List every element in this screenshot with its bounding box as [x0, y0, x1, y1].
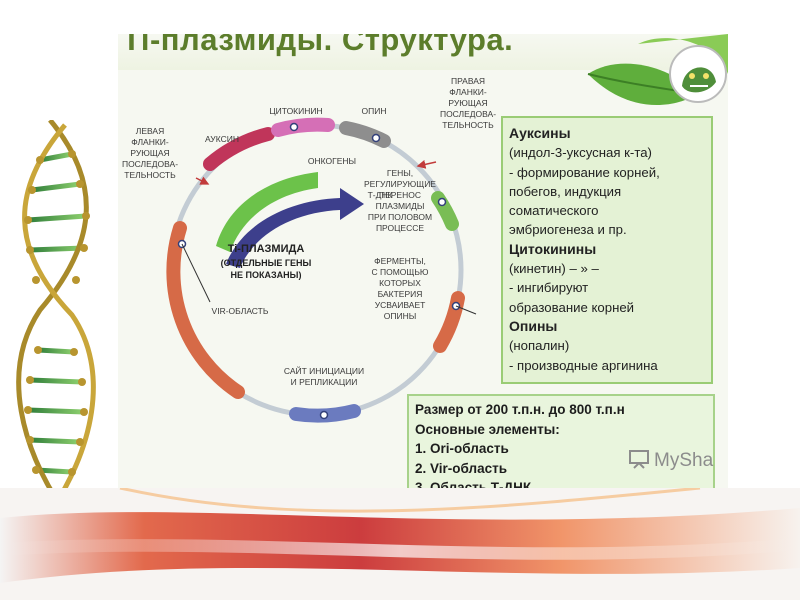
svg-text:САЙТ ИНИЦИАЦИИ: САЙТ ИНИЦИАЦИИ	[284, 365, 364, 376]
cytokinin-label: ЦИТОКИНИН	[269, 106, 322, 116]
auxin-label: АУКСИН	[205, 134, 239, 144]
info-line: соматического	[509, 203, 599, 219]
transfer-genes-segment	[431, 191, 459, 231]
decorative-bottom-band	[0, 488, 800, 600]
svg-text:С ПОМОЩЬЮ: С ПОМОЩЬЮ	[371, 267, 428, 277]
info-line: побегов, индукция	[509, 183, 622, 199]
vir-label: VIR-ОБЛАСТЬ	[212, 306, 269, 316]
svg-text:КОТОРЫХ: КОТОРЫХ	[379, 278, 421, 288]
opine-label: ОПИН	[362, 106, 387, 116]
svg-text:РУЮЩАЯ: РУЮЩАЯ	[448, 98, 487, 108]
svg-text:ФЕРМЕНТЫ,: ФЕРМЕНТЫ,	[374, 256, 426, 266]
left-flank-label: ЛЕВАЯ ФЛАНКИ- РУЮЩАЯ ПОСЛЕДОВА- ТЕЛЬНОСТ…	[122, 126, 178, 180]
svg-text:УСВАИВАЕТ: УСВАИВАЕТ	[375, 300, 426, 310]
transfer-genes-label: ГЕНЫ, РЕГУЛИРУЮЩИЕ ПЕРЕНОС ПЛАЗМИДЫ ПРИ …	[364, 168, 436, 233]
svg-text:ПЛАЗМИДЫ: ПЛАЗМИДЫ	[376, 201, 425, 211]
element-item: 2. Vir-область	[415, 460, 508, 476]
info-line: эмбриогенеза и пр.	[509, 222, 627, 238]
info-line: (индол-3-уксусная к-та)	[509, 145, 652, 161]
info-line: (нопалин)	[509, 338, 570, 354]
svg-text:РУЮЩАЯ: РУЮЩАЯ	[130, 148, 169, 158]
size-line: Размер от 200 т.п.н. до 800 т.п.н	[415, 402, 625, 417]
info-box: Ауксины (индол-3-уксусная к-та) - формир…	[501, 116, 713, 384]
elements-heading: Основные элементы:	[415, 421, 560, 437]
t-dna-label: Т-ДНК	[368, 190, 393, 200]
info-line: - производные аргинина	[509, 357, 658, 373]
watermark: MySha	[628, 449, 713, 472]
info-line: (кинетин) – » –	[509, 261, 599, 277]
right-flank-label: ПРАВАЯ ФЛАНКИ- РУЮЩАЯ ПОСЛЕДОВА- ТЕЛЬНОС…	[440, 76, 496, 130]
info-line: - ингибируют	[509, 280, 589, 296]
oncogenes-label: ОНКОГЕНЫ	[308, 156, 356, 166]
info-line: образование корней	[509, 299, 635, 315]
svg-text:ГЕНЫ,: ГЕНЫ,	[387, 168, 413, 178]
svg-text:И РЕПЛИКАЦИИ: И РЕПЛИКАЦИИ	[291, 377, 358, 387]
ori-label: САЙТ ИНИЦИАЦИИ И РЕПЛИКАЦИИ	[284, 365, 364, 387]
size-box: Размер от 200 т.п.н. до 800 т.п.н Основн…	[407, 394, 715, 489]
info-heading-cytokinins: Цитокинины	[509, 240, 597, 257]
enzymes-label: ФЕРМЕНТЫ, С ПОМОЩЬЮ КОТОРЫХ БАКТЕРИЯ УСВ…	[371, 256, 428, 321]
svg-text:ПРАВАЯ: ПРАВАЯ	[451, 76, 485, 86]
svg-text:БАКТЕРИЯ: БАКТЕРИЯ	[378, 289, 423, 299]
svg-text:ТЕЛЬНОСТЬ: ТЕЛЬНОСТЬ	[124, 170, 176, 180]
svg-text:ТЕЛЬНОСТЬ: ТЕЛЬНОСТЬ	[442, 120, 494, 130]
info-line: - формирование корней,	[509, 164, 660, 180]
slide: Ti-плазмиды. Структура.	[118, 34, 728, 489]
vir-segment	[166, 221, 245, 399]
svg-text:ПРОЦЕССЕ: ПРОЦЕССЕ	[376, 223, 424, 233]
svg-text:ФЛАНКИ-: ФЛАНКИ-	[131, 137, 169, 147]
info-heading-auxins: Ауксины	[509, 125, 571, 141]
oncogenes-arc	[216, 172, 318, 252]
auxin-segment	[203, 127, 275, 171]
svg-text:ПОСЛЕДОВА-: ПОСЛЕДОВА-	[122, 159, 178, 169]
svg-text:ПРИ ПОЛОВОМ: ПРИ ПОЛОВОМ	[368, 212, 432, 222]
center-note-line-1: (ОТДЕЛЬНЫЕ ГЕНЫ	[221, 258, 312, 268]
cytokinin-segment	[271, 117, 335, 137]
center-note-line-2: НЕ ПОКАЗАНЫ)	[231, 270, 302, 280]
slide-title: Ti-плазмиды. Структура.	[122, 34, 514, 57]
svg-text:РЕГУЛИРУЮЩИЕ: РЕГУЛИРУЮЩИЕ	[364, 179, 436, 189]
opine-segment	[339, 121, 391, 148]
plasmid-diagram: ЦИТОКИНИН ОПИН АУКСИН ОНКОГЕНЫ Т-ДНК VIR…	[122, 76, 496, 423]
watermark-text: MySha	[654, 450, 714, 471]
enzymes-segment	[433, 291, 465, 353]
center-title: Ti-ПЛАЗМИДА	[228, 243, 305, 255]
element-item: 1. Ori-область	[415, 441, 509, 456]
svg-text:ПОСЛЕДОВА-: ПОСЛЕДОВА-	[440, 109, 496, 119]
t-dna-arrow	[226, 188, 364, 268]
svg-text:ФЛАНКИ-: ФЛАНКИ-	[449, 87, 487, 97]
info-heading-opines: Опины	[509, 317, 558, 334]
presentation-icon	[629, 450, 649, 469]
svg-text:ОПИНЫ: ОПИНЫ	[384, 311, 417, 321]
svg-text:ЛЕВАЯ: ЛЕВАЯ	[136, 126, 164, 136]
leaf-dragon-image	[587, 34, 728, 106]
element-item: 3. Область Т-ДНК	[415, 480, 532, 489]
svg-text:ПЕРЕНОС: ПЕРЕНОС	[379, 190, 421, 200]
